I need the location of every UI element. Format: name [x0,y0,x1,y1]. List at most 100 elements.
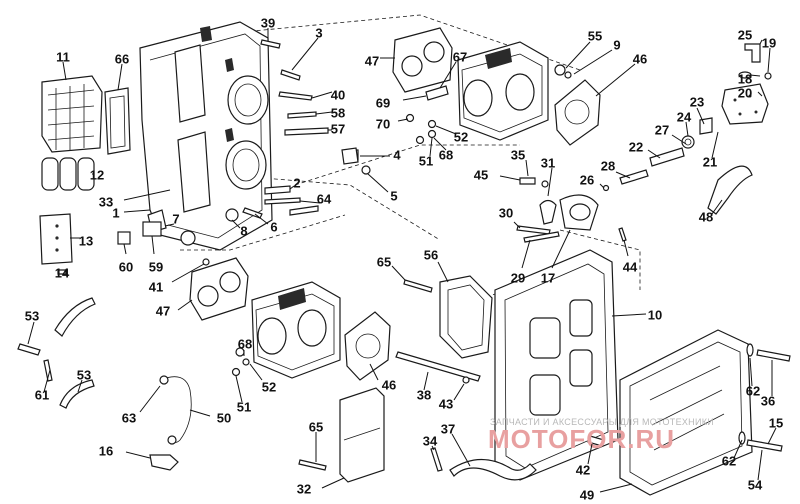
carb-flange-gasket-part [554,79,601,146]
part-label-53: 53 [77,367,91,382]
leader-line-34 [431,445,435,451]
leader-line-25 [759,39,763,45]
part-label-67: 67 [453,49,467,64]
part-label-39: 39 [261,15,275,30]
watermark: ЗАПЧАСТИ И АКСЕССУАРЫ ДЛЯ МОТОТЕХНИКИ МО… [488,417,714,454]
part-label-3: 3 [315,25,322,40]
silencer-baffle-part [403,275,493,359]
leader-line-53 [77,379,83,393]
leader-line-51 [235,375,243,403]
lower-bracket-parts [298,387,537,483]
leader-line-66 [117,63,123,91]
part-label-35: 35 [511,147,525,162]
leader-line-11 [62,61,67,81]
leader-line-5 [367,173,389,193]
leader-line-26 [599,183,605,189]
leader-line-9 [573,49,613,75]
leader-line-67 [439,61,457,89]
part-label-53: 53 [25,308,39,323]
leader-line-22 [647,149,661,159]
leader-line-2 [289,185,295,190]
part-label-68: 68 [238,336,252,351]
leader-line-16 [125,451,151,459]
part-label-51: 51 [237,399,251,414]
part-label-41: 41 [149,279,163,294]
part-label-68: 68 [439,147,453,162]
leader-line-41 [171,263,205,283]
linkage-parts [516,177,627,243]
part-label-2: 2 [293,175,300,190]
part-label-4: 4 [393,147,401,162]
upper-carb-gasket-part [392,27,453,93]
leader-line-8 [231,219,241,229]
part-label-32: 32 [297,481,311,496]
leader-line-37 [451,433,471,467]
leader-line-60 [123,243,127,255]
hoses-and-clips [17,297,192,471]
part-label-42: 42 [576,462,590,477]
part-label-12: 12 [90,167,104,182]
leader-line-23 [696,107,705,125]
leader-line-68 [433,137,447,151]
leader-line-62 [749,357,753,387]
part-label-13: 13 [79,233,93,248]
leader-line-32 [321,477,345,489]
part-label-61: 61 [35,387,49,402]
leader-line-54 [757,449,763,481]
part-label-18: 18 [738,71,752,86]
leader-line-7 [164,223,175,227]
watermark-subtitle: ЗАПЧАСТИ И АКСЕССУАРЫ ДЛЯ МОТОТЕХНИКИ [490,417,714,427]
leader-line-61 [43,369,51,393]
part-label-48: 48 [699,209,713,224]
part-label-46: 46 [633,51,647,66]
part-label-57: 57 [331,121,345,136]
leader-line-27 [671,134,687,145]
leader-line-70 [397,118,409,122]
leader-line-48 [711,199,723,215]
part-label-47: 47 [365,53,379,68]
leader-line-1 [123,209,151,213]
part-label-21: 21 [703,154,717,169]
lower-carburetor-part [231,281,341,379]
part-label-51: 51 [419,153,433,168]
part-label-10: 10 [648,307,662,322]
leader-line-50 [189,409,211,417]
part-label-7: 7 [172,211,179,226]
watermark-brand: МОТОFОR.RU [488,424,675,454]
leader-line-53 [27,321,35,345]
leader-line-52 [249,363,263,381]
leader-line-24 [685,121,689,137]
leader-line-33 [123,189,171,201]
leader-line-31 [547,167,553,197]
leader-line-44 [623,239,629,257]
part-label-24: 24 [677,109,692,124]
reed-stop-plate-part [39,213,73,265]
fuel-pump-parts [602,43,772,215]
small-hardware-left [57,147,359,275]
part-label-54: 54 [748,477,763,492]
leader-line-40 [311,91,333,99]
leader-line-19 [767,47,771,73]
upper-carburetor-part [405,41,549,145]
leader-line-52 [435,125,457,135]
part-label-55: 55 [588,28,602,43]
part-label-34: 34 [423,433,438,448]
part-label-64: 64 [317,191,332,206]
intake-manifold-part [139,21,273,251]
part-label-60: 60 [119,259,133,274]
leader-line-51 [429,137,433,157]
lower-carb-flange-gasket-part [344,311,391,381]
part-label-29: 29 [511,270,525,285]
part-label-62: 62 [746,383,760,398]
part-label-46: 46 [382,377,396,392]
part-label-8: 8 [240,223,247,238]
leader-line-43 [453,383,465,401]
leader-lines [27,28,777,493]
leader-line-42 [587,443,593,465]
part-label-62: 62 [722,453,736,468]
part-label-9: 9 [613,37,620,52]
intake-silencer-base-part [494,249,619,481]
reed-gasket-part [104,87,131,155]
part-label-11: 11 [56,49,70,64]
